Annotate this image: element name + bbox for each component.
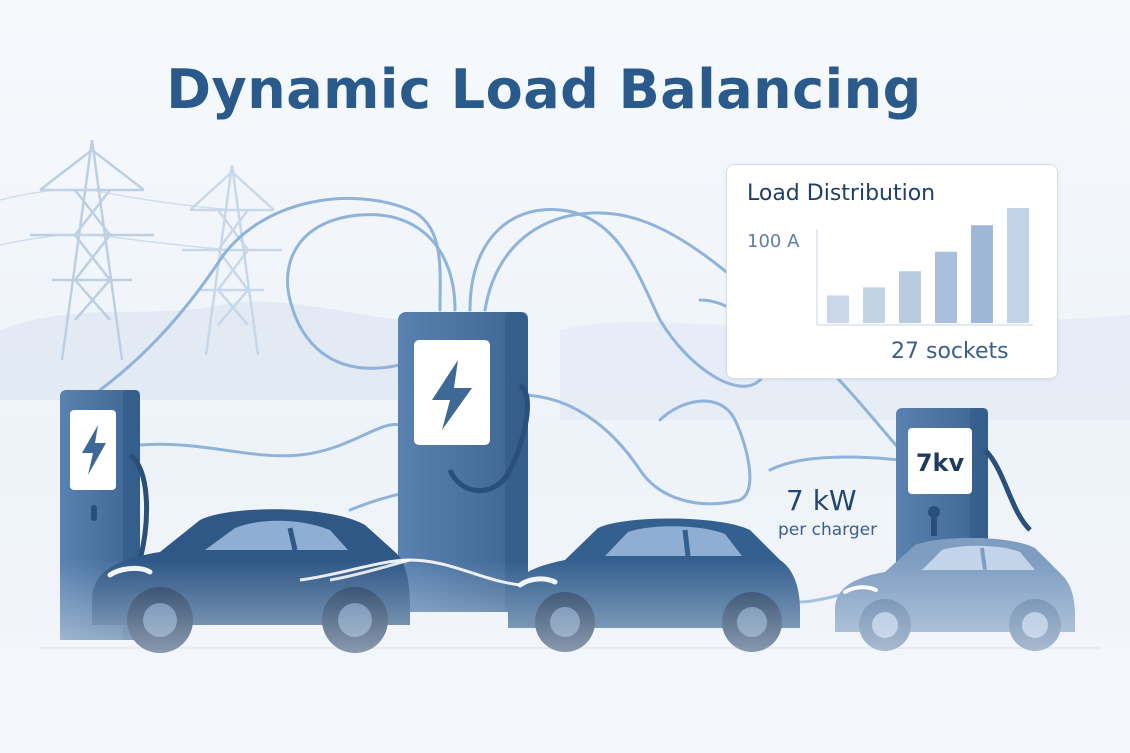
page-title: Dynamic Load Balancing: [166, 58, 922, 121]
sockets-label: 27 sockets: [891, 339, 1009, 364]
load-bar: [1007, 208, 1029, 323]
load-bar: [935, 251, 957, 323]
load-bar: [827, 295, 849, 323]
load-bar: [899, 271, 921, 323]
load-bar-chart: [816, 208, 1033, 326]
charger-right: [896, 408, 1032, 578]
lightning-icon: [432, 360, 472, 430]
load-bar: [971, 225, 993, 323]
lightning-icon: [82, 425, 106, 475]
power-sub-label: per charger: [778, 520, 878, 540]
charger-screen-label: 7kv: [915, 449, 965, 477]
card-title: Load Distribution: [747, 181, 936, 206]
load-bar: [863, 287, 885, 323]
load-distribution-card: Load Distribution 100 A 27 sockets: [726, 164, 1058, 379]
power-label: 7 kW: [786, 484, 857, 517]
amp-label: 100 A: [747, 231, 800, 252]
charger-middle: [398, 312, 530, 612]
